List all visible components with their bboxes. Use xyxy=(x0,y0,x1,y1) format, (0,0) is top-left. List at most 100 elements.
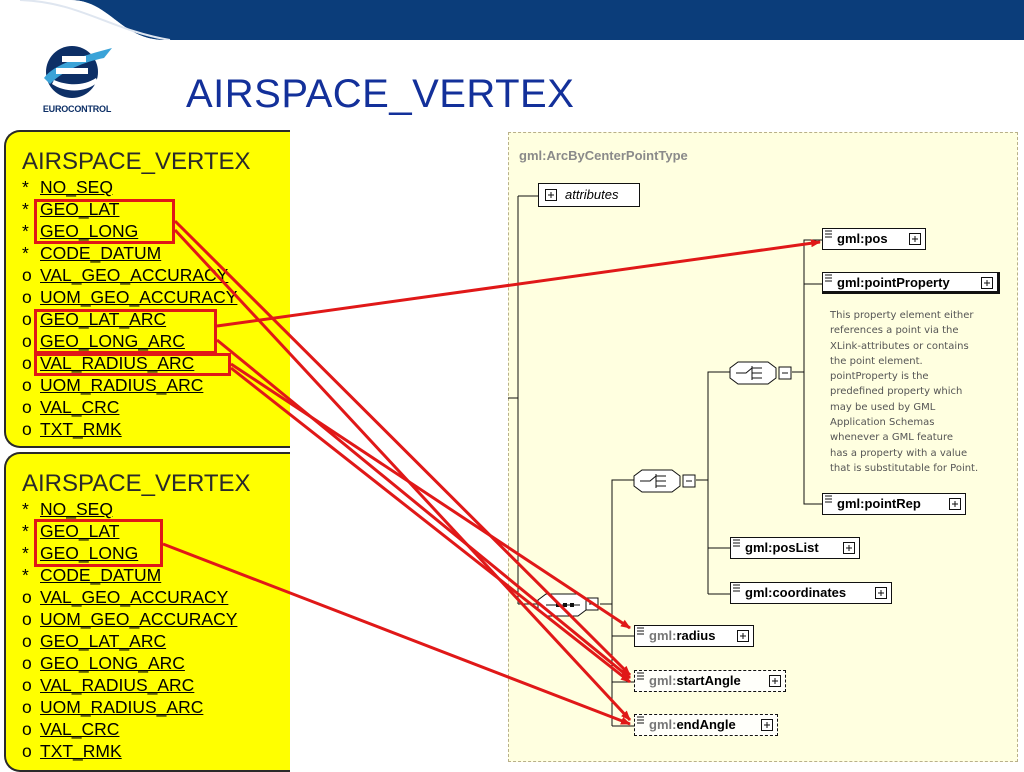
element-lines-icon xyxy=(637,627,644,635)
entity-title: AIRSPACE_VERTEX xyxy=(22,470,251,497)
expand-icon[interactable] xyxy=(981,277,993,289)
entity-attribute: * NO_SEQ xyxy=(22,498,290,520)
attribute-name: CODE_DATUM xyxy=(40,565,162,585)
entity-attribute: *GEO_LAT xyxy=(22,520,290,542)
expand-icon[interactable] xyxy=(949,498,961,510)
attribute-marker: o xyxy=(22,653,32,673)
attribute-name: VAL_CRC xyxy=(40,719,120,739)
attribute-name: VAL_CRC xyxy=(40,397,120,417)
schema-diagram: gml:ArcByCenterPointType xyxy=(508,132,1018,762)
logo-label: EUROCONTROL xyxy=(42,104,112,114)
element-gml-radius[interactable]: gml:radius xyxy=(634,625,754,647)
header-band xyxy=(0,0,1024,40)
arrow-geo-lat-long-to-endangle-a xyxy=(173,228,632,722)
attribute-name: UOM_RADIUS_ARC xyxy=(40,697,204,717)
attribute-name: NO_SEQ xyxy=(40,499,113,519)
attribute-name: VAL_RADIUS_ARC xyxy=(40,353,195,373)
element-gml-poslist[interactable]: gml:posList xyxy=(730,537,860,559)
entity-box-bottom: AIRSPACE_VERTEX * NO_SEQ*GEO_LAT* GEO_LONG… xyxy=(4,452,290,772)
attribute-marker: * xyxy=(22,199,29,219)
expand-icon[interactable] xyxy=(843,542,855,554)
attribute-marker: * xyxy=(22,543,29,563)
attribute-name: GEO_LONG_ARC xyxy=(40,653,185,673)
attribute-name: GEO_LONG xyxy=(40,221,139,241)
element-lines-icon xyxy=(825,230,832,238)
attribute-marker: o xyxy=(22,697,32,717)
attribute-name: UOM_RADIUS_ARC xyxy=(40,375,204,395)
attribute-name: GEO_LAT_ARC xyxy=(40,309,167,329)
arrow-val-radius-to-startangle xyxy=(230,366,631,684)
attribute-marker: o xyxy=(22,309,32,329)
element-gml-pos[interactable]: gml:pos xyxy=(822,228,926,250)
attribute-name: GEO_LAT xyxy=(40,199,120,219)
arrow-geo-lat-long-to-startangle-a xyxy=(173,219,632,677)
entity-attribute: * GEO_LONG xyxy=(22,542,290,564)
element-gml-startangle[interactable]: gml:startAngle xyxy=(634,670,786,692)
expand-icon[interactable] xyxy=(875,587,887,599)
expand-icon[interactable] xyxy=(737,630,749,642)
attribute-marker: o xyxy=(22,287,32,307)
expand-icon[interactable] xyxy=(769,675,781,687)
attribute-name: VAL_GEO_ACCURACY xyxy=(40,587,229,607)
element-gml-pointproperty[interactable]: gml:pointProperty xyxy=(822,272,1000,294)
attributes-label: attributes xyxy=(565,187,619,202)
entity-attribute: *NO_SEQ xyxy=(22,176,290,198)
attribute-name: GEO_LAT_ARC xyxy=(40,631,167,651)
entity-attribute: *GEO_LONG xyxy=(22,220,290,242)
expand-icon[interactable] xyxy=(761,719,773,731)
pointproperty-documentation: This property element either references … xyxy=(830,310,979,474)
attribute-name: GEO_LONG xyxy=(40,543,139,563)
element-gml-coordinates[interactable]: gml:coordinates xyxy=(730,582,892,604)
arrow-geo-arc-to-startangle xyxy=(216,338,631,680)
element-lines-icon xyxy=(637,716,644,724)
attribute-name: CODE_DATUM xyxy=(40,243,162,263)
choice-compositor-outer xyxy=(633,469,696,493)
entity-attribute: o GEO_LONG_ARC xyxy=(22,652,290,674)
element-gml-endangle[interactable]: gml:endAngle xyxy=(634,714,778,736)
entity-attribute: *CODE_DATUM xyxy=(22,564,290,586)
eurocontrol-emblem-icon xyxy=(44,46,112,98)
attribute-marker: * xyxy=(22,177,29,197)
attribute-marker: o xyxy=(22,741,32,761)
attribute-name: GEO_LAT xyxy=(40,521,120,541)
element-lines-icon xyxy=(733,584,740,592)
expand-icon[interactable] xyxy=(909,233,921,245)
attribute-name: GEO_LONG_ARC xyxy=(40,331,185,351)
entity-attribute: o TXT_RMK xyxy=(22,418,290,440)
entity-title: AIRSPACE_VERTEX xyxy=(22,148,251,175)
attribute-marker: * xyxy=(22,499,29,519)
attribute-name: TXT_RMK xyxy=(40,419,122,439)
entity-attribute: o UOM_RADIUS_ARC xyxy=(22,696,290,718)
attribute-marker: o xyxy=(22,675,32,695)
entity-attribute: *CODE_DATUM xyxy=(22,242,290,264)
attributes-group[interactable]: attributes xyxy=(538,183,640,207)
highlight-geo-lat-long-bottom xyxy=(34,519,163,567)
arrow-val-radius-to-radius xyxy=(230,362,631,630)
attribute-marker: o xyxy=(22,419,32,439)
entity-attribute: * GEO_LAT xyxy=(22,198,290,220)
attribute-marker: o xyxy=(22,587,32,607)
entity-attribute: o TXT_RMK xyxy=(22,740,290,762)
arrow-geo-lat-long-bottom-to-endangle xyxy=(162,542,631,726)
schema-type-name: gml:ArcByCenterPointType xyxy=(519,148,688,163)
element-gml-pointrep[interactable]: gml:pointRep xyxy=(822,493,966,515)
element-lines-icon xyxy=(825,495,832,503)
element-lines-icon xyxy=(733,539,740,547)
expand-icon[interactable] xyxy=(545,189,557,201)
eurocontrol-logo: EUROCONTROL xyxy=(34,42,120,122)
element-lines-icon xyxy=(825,274,832,282)
attribute-name: TXT_RMK xyxy=(40,741,122,761)
highlight-geo-lat-long-top xyxy=(34,199,175,244)
attribute-name: UOM_GEO_ACCURACY xyxy=(40,287,238,307)
arrow-geo-arc-to-pos xyxy=(216,239,821,328)
attribute-marker: o xyxy=(22,631,32,651)
slide-title: AIRSPACE_VERTEX xyxy=(186,72,575,116)
